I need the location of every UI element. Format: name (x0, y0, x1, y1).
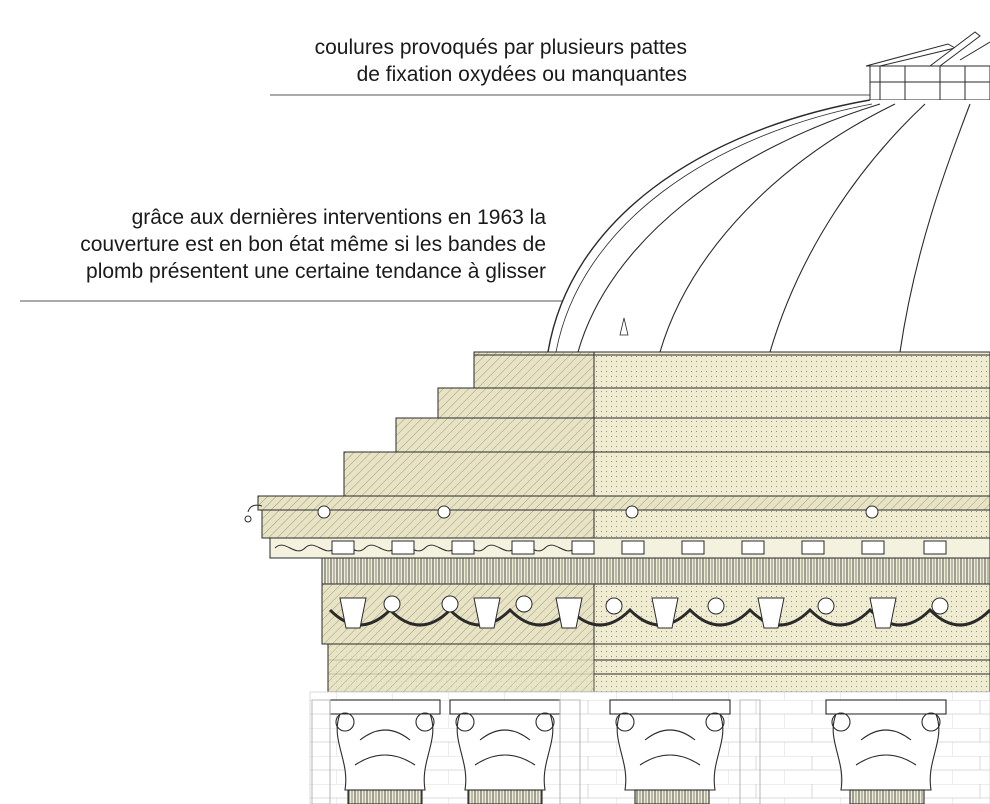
capital (329, 699, 441, 804)
annotation-line: plomb présentent une certaine tendance à… (86, 260, 546, 283)
modillion-band (269, 537, 990, 559)
annotation-lead-covering: grâce aux dernières interventions en 196… (80, 204, 546, 285)
architrave (327, 643, 990, 693)
dome-rib (659, 103, 896, 353)
capital (449, 699, 561, 804)
faint-capital (311, 699, 761, 804)
dome (547, 99, 990, 353)
capital (609, 699, 731, 804)
stepped-roof (343, 351, 990, 497)
dome-outline (547, 99, 871, 353)
column-capitals (311, 699, 947, 804)
fluted-band (321, 557, 990, 585)
annotation-line: couverture est en bon état même si les b… (80, 233, 546, 256)
annotation-line: grâce aux dernières interventions en 196… (131, 206, 546, 229)
frieze (321, 583, 990, 645)
dome-rib (769, 103, 926, 353)
bucrania (339, 597, 897, 629)
annotation-line: de fixation oxydées ou manquantes (356, 63, 687, 86)
dome-rib (577, 103, 881, 353)
dome-rib (899, 103, 971, 353)
capital (825, 699, 947, 804)
dome-lantern (865, 31, 990, 101)
cornice-rosettes (317, 505, 879, 519)
annotation-oxidized-fixings: coulures provoqués par plusieurs pattes … (315, 34, 687, 88)
frieze-rosettes (383, 595, 949, 615)
annotation-line: coulures provoqués par plusieurs pattes (314, 36, 687, 59)
cornice (244, 495, 990, 539)
